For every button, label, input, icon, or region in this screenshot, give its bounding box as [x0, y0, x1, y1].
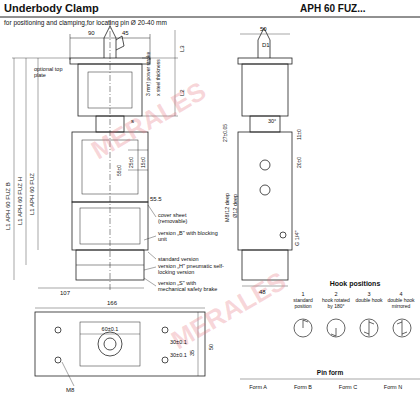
dimension: 35 — [189, 350, 195, 356]
dimension: 55±0 — [117, 165, 123, 176]
pin-form: Form N — [384, 384, 402, 390]
note: version „S" with mechanical safety brake — [158, 280, 224, 292]
position-number: 4 — [399, 291, 402, 297]
dimension: s — [131, 118, 134, 125]
section-heading: Pin form — [317, 369, 343, 376]
subtitle: for positioning and clamping,for locatin… — [4, 19, 167, 26]
product-code: APH 60 FUZ... — [300, 3, 366, 14]
dimension: L2 — [179, 89, 186, 96]
dimension: 20±0 — [297, 157, 303, 168]
dimension: 25±0 — [129, 157, 135, 168]
note: optional top plate — [34, 66, 72, 78]
dimension: 55.5 — [150, 196, 162, 203]
pin-form: Form B — [294, 384, 312, 390]
dimension: 30±0.1 — [170, 339, 187, 345]
note: version „H" pneumatic self-locking versi… — [158, 263, 224, 275]
dimension: 50 — [208, 344, 214, 350]
dimension: L1 APH 60 FUZ B — [5, 182, 12, 230]
dimension: 15±0 — [141, 157, 147, 168]
thread-label: M8 — [66, 387, 74, 394]
dimension: L3 — [179, 45, 186, 52]
dimension: 48 — [259, 289, 266, 296]
dimension: 45 — [122, 30, 129, 37]
dimension: 3 mm) power stroke — [146, 52, 152, 96]
dimension: D1 — [262, 42, 270, 49]
position-caption: double hook mirrored — [386, 298, 416, 309]
pin-form: Form C — [339, 384, 357, 390]
position-caption: double hook — [353, 298, 386, 304]
dimension: G 1/4" — [294, 231, 300, 246]
note: standard version — [158, 256, 199, 262]
section-heading: Hook positions — [330, 280, 381, 288]
dimension: 166 — [107, 300, 117, 307]
note: version „B" with blocking unit — [158, 230, 220, 242]
dimension: 60±0.1 — [102, 326, 119, 332]
dimension: x steel thickness — [156, 59, 162, 96]
dimension: 90 — [88, 30, 95, 37]
position-caption: standard position — [287, 298, 320, 309]
dimension: 11±0 — [297, 129, 303, 140]
dimension: L1 APH 60 FUZ H — [17, 177, 24, 225]
dimension: 50 — [260, 26, 267, 33]
dimension: L1 APH 60 FUZ — [29, 173, 36, 215]
position-number: 2 — [334, 291, 337, 297]
dimension: 27±0.05 — [223, 124, 229, 142]
drawing-title: Underbody Clamp — [4, 2, 99, 14]
dimension: Ø12 deep — [232, 194, 238, 218]
dimension: 107 — [60, 290, 70, 297]
position-number: 1 — [301, 291, 304, 297]
dimension: 30° — [268, 118, 276, 124]
position-caption: hook rotated by 180° — [320, 298, 353, 309]
note: cover sheet (removable) — [158, 212, 214, 224]
pin-form: Form A — [249, 384, 267, 390]
position-number: 3 — [367, 291, 370, 297]
dimension: M8/12 deep — [224, 193, 230, 222]
dimension: 30±0.1 — [170, 352, 187, 358]
